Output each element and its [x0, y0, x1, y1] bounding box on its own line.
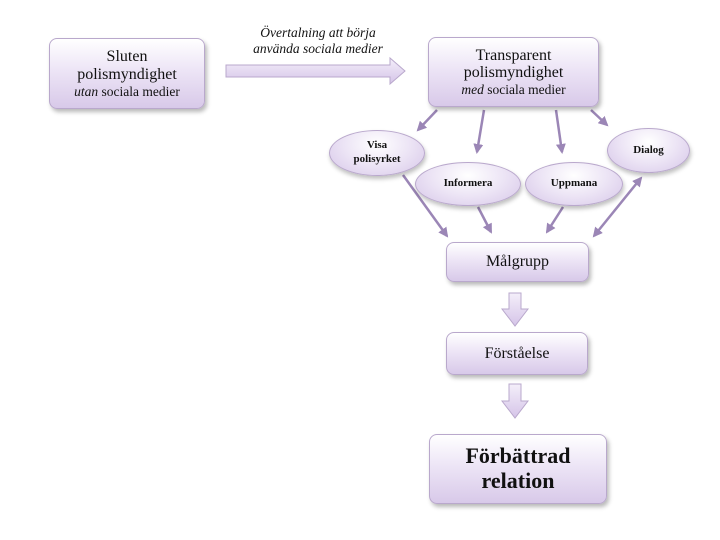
closed-agency-qualifier: utan: [74, 83, 99, 99]
block-arrow-down-2: [500, 383, 530, 419]
arrow-to-informera: [473, 109, 486, 154]
transparent-agency-line2: polismyndighet: [463, 64, 564, 82]
improved-relation-line1: Förbättrad: [465, 443, 571, 469]
action-dialog: Dialog: [607, 128, 690, 173]
closed-agency-line2: polismyndighet: [77, 65, 177, 83]
arrow-uppmana-to-malgrupp: [545, 206, 565, 234]
closed-agency-line3: utan sociala medier: [74, 84, 180, 99]
action-informera-label: Informera: [443, 177, 493, 190]
action-visa-polisyrket: Visa polisyrket: [329, 130, 425, 176]
closed-agency-suffix: sociala medier: [98, 83, 180, 99]
transition-label-line1: Övertalning att börja: [260, 25, 376, 40]
closed-agency-box: Sluten polismyndighet utan sociala medie…: [49, 38, 205, 109]
transparent-agency-line1: Transparent: [475, 46, 552, 64]
block-arrow-down-1: [500, 292, 530, 327]
understanding-box: Förståelse: [446, 332, 588, 375]
closed-agency-line1: Sluten: [106, 48, 148, 66]
transparent-agency-suffix: sociala medier: [483, 82, 566, 98]
action-dialog-label: Dialog: [633, 143, 664, 156]
transparent-agency-box: Transparent polismyndighet med sociala m…: [428, 37, 599, 107]
arrow-informera-to-malgrupp: [476, 206, 493, 234]
action-visa-line1: Visa: [366, 139, 388, 152]
block-arrow-transition: [225, 56, 406, 86]
action-informera: Informera: [415, 162, 521, 206]
arrow-to-uppmana: [554, 109, 566, 154]
target-group-label: Målgrupp: [485, 253, 550, 271]
arrow-to-dialog: [590, 109, 609, 127]
action-uppmana: Uppmana: [525, 162, 623, 206]
arrow-to-visa: [416, 109, 438, 132]
arrow-dialog-malgrupp: [592, 176, 643, 238]
transition-label: Övertalning att börja använda sociala me…: [228, 25, 408, 57]
arrow-visa-to-malgrupp: [401, 174, 449, 238]
transition-label-line2: använda sociala medier: [253, 41, 383, 57]
transparent-agency-qualifier: med: [461, 82, 484, 98]
transparent-agency-line3: med sociala medier: [461, 82, 565, 97]
action-uppmana-label: Uppmana: [550, 177, 598, 190]
improved-relation-box: Förbättrad relation: [429, 434, 607, 504]
understanding-label: Förståelse: [484, 344, 550, 362]
action-visa-line2: polisyrket: [353, 153, 401, 165]
target-group-box: Målgrupp: [446, 242, 589, 282]
improved-relation-line2: relation: [481, 468, 555, 493]
